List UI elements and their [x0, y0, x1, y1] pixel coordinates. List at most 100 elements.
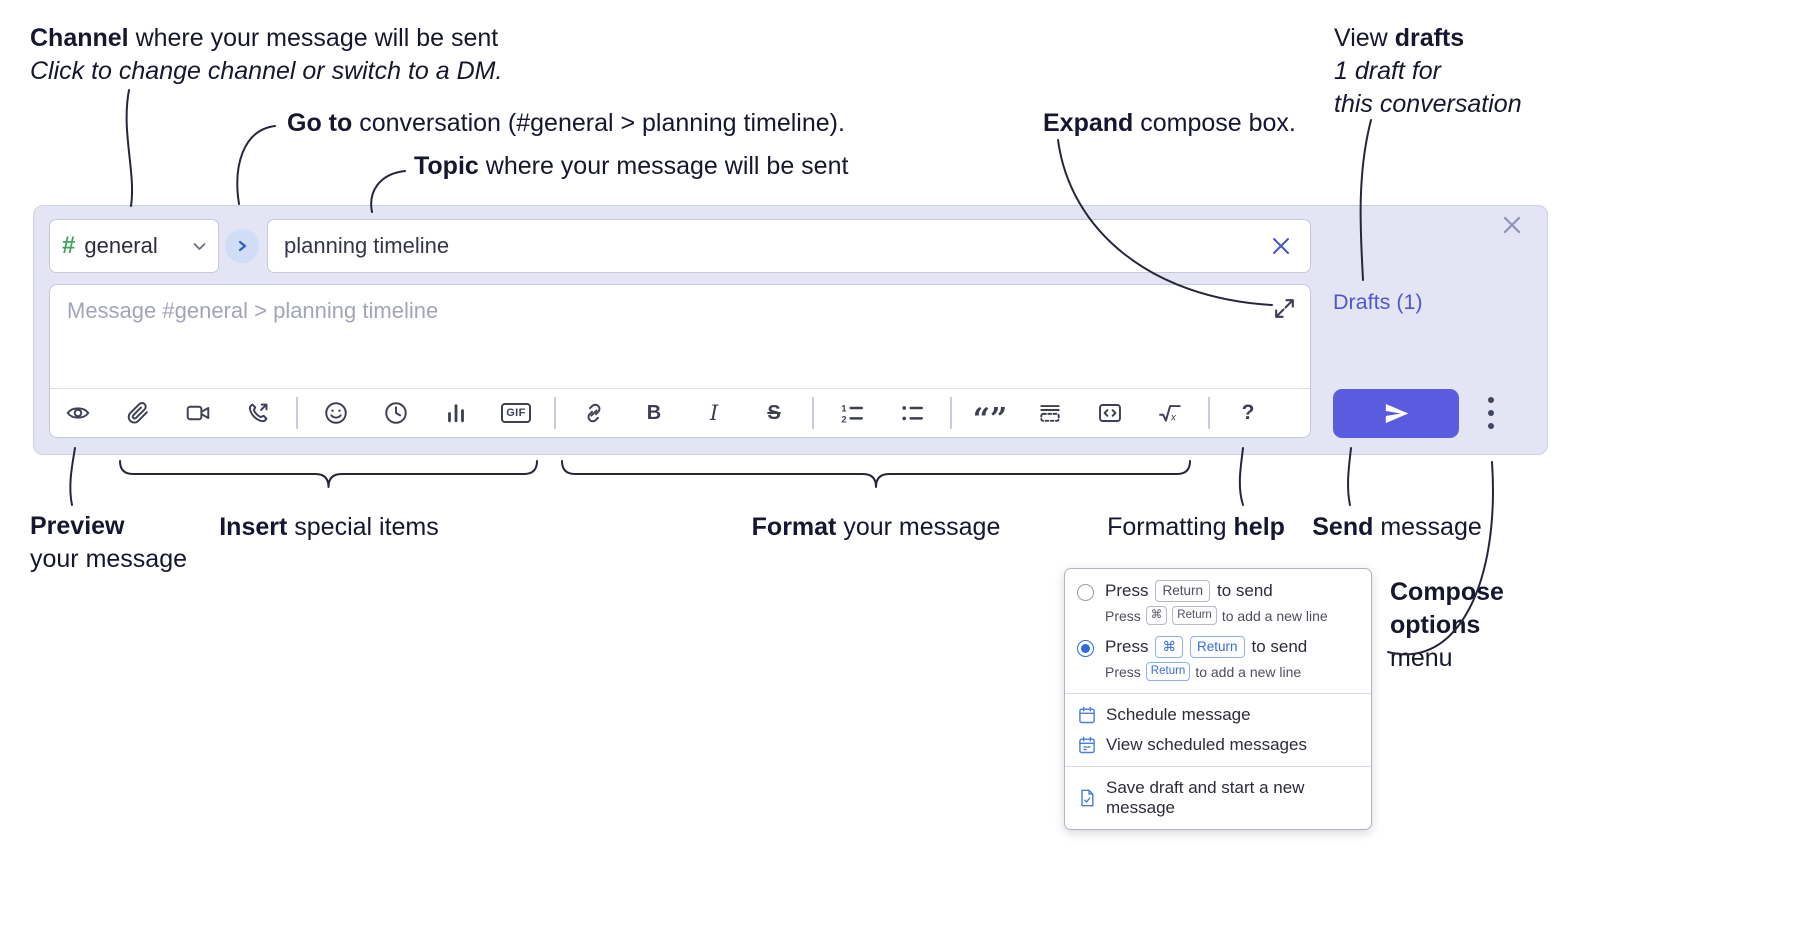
- chevron-down-icon: [193, 242, 206, 251]
- calendar-icon: [1077, 705, 1097, 725]
- voice-call-button[interactable]: [236, 393, 280, 433]
- popup-divider: [1065, 766, 1371, 767]
- emoji-smile-icon: [323, 400, 349, 426]
- annotation-channel-bold: Channel: [30, 24, 129, 52]
- compose-options-button[interactable]: [1477, 392, 1505, 434]
- annotation-help-pre: Formatting: [1107, 513, 1234, 541]
- annotation-expand: Expand compose box.: [1043, 107, 1296, 140]
- annotation-compose-options-line3: menu: [1390, 644, 1453, 672]
- time-clock-icon: [383, 400, 409, 426]
- radio-selected[interactable]: [1077, 640, 1094, 657]
- annotation-channel: Channel where your message will be sent …: [30, 22, 502, 88]
- preview-arrow: [69, 447, 76, 506]
- attach-paperclip-icon: [125, 400, 151, 426]
- message-compose-area: GIF B I S 12 “” x?: [49, 284, 1311, 438]
- insert-brace: [119, 460, 538, 488]
- spoiler-button[interactable]: [1028, 393, 1072, 433]
- channel-picker[interactable]: # general: [49, 219, 219, 273]
- close-compose-button[interactable]: [1500, 212, 1526, 238]
- bold-button[interactable]: B: [632, 393, 676, 433]
- bulleted-list-icon: [899, 400, 925, 426]
- annotation-channel-line1: Channel where your message will be sent: [30, 22, 502, 55]
- annotation-help-bold: help: [1233, 513, 1285, 541]
- annotation-preview: Preview your message: [30, 510, 187, 576]
- math-icon: x: [1157, 400, 1183, 426]
- save-draft-item[interactable]: Save draft and start a new message: [1065, 773, 1371, 823]
- voice-call-icon: [245, 400, 271, 426]
- channel-hash-icon: #: [62, 232, 76, 259]
- toolbar-divider: [1208, 397, 1210, 429]
- view-scheduled-messages-item[interactable]: View scheduled messages: [1065, 730, 1371, 760]
- kbd-return: Return: [1172, 606, 1217, 625]
- italic-icon: I: [709, 401, 719, 425]
- annotation-format-bold: Format: [751, 513, 837, 541]
- quote-button[interactable]: “”: [968, 393, 1012, 435]
- annotation-preview-rest: your message: [30, 545, 188, 573]
- bulleted-list-button[interactable]: [890, 393, 934, 433]
- spoiler-icon: [1037, 400, 1063, 426]
- chevron-right-icon: [235, 239, 249, 253]
- preview-eye-button[interactable]: [56, 393, 100, 433]
- annotation-drafts-pre: View: [1334, 24, 1395, 52]
- drafts-link[interactable]: Drafts (1): [1333, 290, 1423, 314]
- italic-button[interactable]: I: [692, 393, 736, 433]
- kbd-cmd: ⌘: [1155, 636, 1183, 658]
- link-button[interactable]: [572, 393, 616, 433]
- message-textarea[interactable]: [50, 285, 1310, 390]
- goto-conversation-button[interactable]: [225, 229, 259, 263]
- topic-input[interactable]: [267, 219, 1311, 273]
- annotation-topic-bold: Topic: [414, 152, 479, 180]
- kbd-cmd: ⌘: [1145, 606, 1168, 625]
- annotation-goto: Go to conversation (#general > planning …: [287, 107, 845, 140]
- annotation-send: Send message: [1312, 511, 1482, 544]
- draft-file-icon: [1077, 788, 1097, 808]
- math-button[interactable]: x: [1148, 393, 1192, 433]
- link-icon: [581, 400, 607, 426]
- annotation-insert-rest: special items: [287, 513, 439, 541]
- poll-chart-button[interactable]: [434, 393, 478, 433]
- expand-icon: [1272, 296, 1298, 321]
- annotation-expand-rest: compose box.: [1133, 109, 1296, 137]
- send-arrow: [1347, 447, 1352, 506]
- paper-plane-icon: [1383, 400, 1410, 427]
- annotation-send-bold: Send: [1312, 513, 1374, 541]
- schedule-message-label: Schedule message: [1106, 705, 1251, 724]
- emoji-smile-button[interactable]: [314, 393, 358, 433]
- goto-arrow: [236, 125, 276, 205]
- annotation-channel-rest: where your message will be sent: [128, 24, 499, 52]
- toolbar-divider: [812, 397, 814, 429]
- bold-icon: B: [646, 401, 662, 424]
- annotation-preview-bold: Preview: [30, 512, 125, 540]
- clear-topic-button[interactable]: [1271, 235, 1293, 257]
- annotation-send-rest: message: [1373, 513, 1482, 541]
- close-icon: [1271, 236, 1293, 256]
- strikethrough-button[interactable]: S: [752, 393, 796, 433]
- radio-dot: [1081, 644, 1090, 653]
- radio-unselected[interactable]: [1077, 584, 1094, 601]
- expand-compose-button[interactable]: [1272, 295, 1298, 321]
- help-question-button[interactable]: ?: [1226, 393, 1270, 433]
- video-call-button[interactable]: [176, 393, 220, 433]
- kbd-return: Return: [1155, 580, 1210, 602]
- code-icon: [1097, 400, 1123, 426]
- ellipsis-vertical-icon: [1486, 395, 1496, 431]
- annotation-drafts-line1: View drafts: [1334, 22, 1522, 55]
- time-clock-button[interactable]: [374, 393, 418, 433]
- schedule-message-item[interactable]: Schedule message: [1065, 700, 1371, 730]
- code-button[interactable]: [1088, 393, 1132, 433]
- annotation-format: Format your message: [752, 511, 1001, 544]
- gif-button[interactable]: GIF: [494, 393, 538, 433]
- toolbar-divider: [554, 397, 556, 429]
- attach-paperclip-button[interactable]: [116, 393, 160, 433]
- annotation-goto-bold: Go to: [287, 109, 353, 137]
- format-brace: [561, 460, 1191, 488]
- toolbar-divider: [296, 397, 298, 429]
- send-button[interactable]: [1333, 389, 1459, 438]
